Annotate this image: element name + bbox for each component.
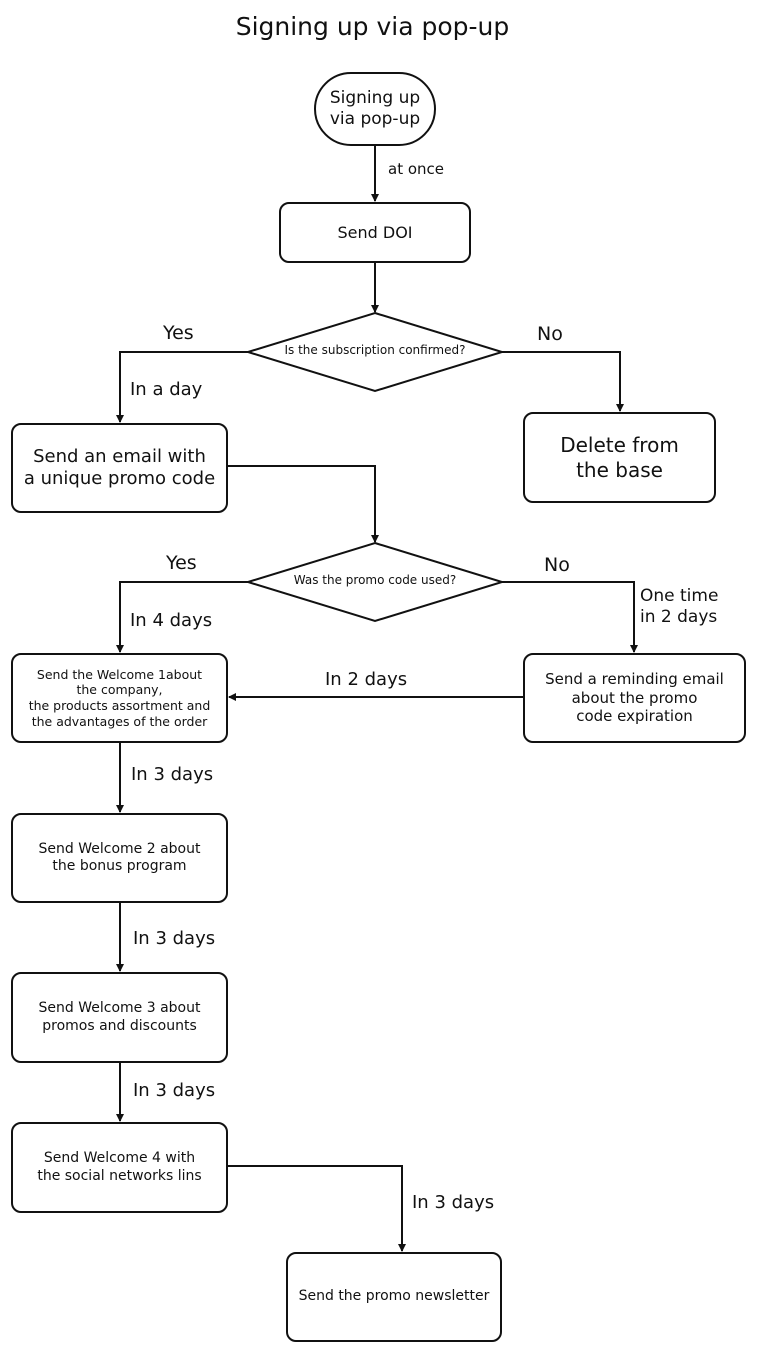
node-send-doi-label: Send DOI	[337, 222, 413, 242]
decision-confirmed-label: Is the subscription confirmed?	[284, 343, 466, 357]
node-welcome4-label: Send Welcome 4 with the social networks …	[37, 1150, 202, 1184]
diagram-title: Signing up via pop-up	[235, 12, 510, 41]
edge-label-no-2: No	[544, 554, 570, 576]
arrow-yes-to-welcome1	[116, 581, 248, 653]
node-welcome4: Send Welcome 4 with the social networks …	[11, 1122, 228, 1213]
edge-label-in-3-days-4: In 3 days	[412, 1192, 495, 1213]
arrow-no-to-reminder	[502, 581, 638, 653]
node-reminder-label: Send a reminding email about the promo c…	[545, 669, 724, 726]
arrow-yes-to-promo-email	[116, 351, 248, 423]
decision-promo-used-label: Was the promo code used?	[293, 573, 457, 587]
node-delete-label: Delete from the base	[560, 432, 679, 482]
node-newsletter-label: Send the promo newsletter	[298, 1288, 490, 1305]
node-welcome1-label: Send the Welcome 1about the company, the…	[28, 666, 211, 729]
edge-label-no-1: No	[537, 323, 563, 345]
node-newsletter: Send the promo newsletter	[286, 1252, 502, 1342]
node-welcome1: Send the Welcome 1about the company, the…	[11, 653, 228, 743]
node-reminder: Send a reminding email about the promo c…	[523, 653, 746, 743]
edge-label-in-3-days-1: In 3 days	[131, 764, 214, 785]
node-welcome2: Send Welcome 2 about the bonus program	[11, 813, 228, 903]
edge-label-at-once: at once	[388, 160, 445, 178]
node-start: Signing up via pop-up	[314, 72, 436, 146]
arrow-promo-email-to-decision	[227, 465, 379, 543]
edge-label-in-4-days: In 4 days	[130, 610, 213, 631]
edge-label-in-a-day: In a day	[130, 379, 203, 400]
edge-label-yes-2: Yes	[166, 552, 197, 574]
edge-label-one-time: One time in 2 days	[640, 586, 719, 628]
edge-label-yes-1: Yes	[163, 322, 194, 344]
node-welcome2-label: Send Welcome 2 about the bonus program	[38, 840, 201, 875]
edge-label-in-2-days: In 2 days	[325, 669, 408, 690]
arrow-no-to-delete	[502, 351, 624, 412]
decision-confirmed-diamond	[244, 311, 506, 393]
node-welcome3: Send Welcome 3 about promos and discount…	[11, 972, 228, 1063]
node-send-doi: Send DOI	[279, 202, 471, 263]
decision-promo-used-diamond	[244, 541, 506, 623]
node-start-label: Signing up via pop-up	[329, 87, 421, 129]
edge-label-in-3-days-3: In 3 days	[133, 1080, 216, 1101]
edge-label-in-3-days-2: In 3 days	[133, 928, 216, 949]
node-welcome3-label: Send Welcome 3 about promos and discount…	[38, 1000, 201, 1034]
node-delete: Delete from the base	[523, 412, 716, 503]
node-promo-email-label: Send an email with a unique promo code	[23, 445, 216, 490]
node-promo-email: Send an email with a unique promo code	[11, 423, 228, 513]
arrow-welcome4-to-newsletter	[227, 1165, 406, 1252]
